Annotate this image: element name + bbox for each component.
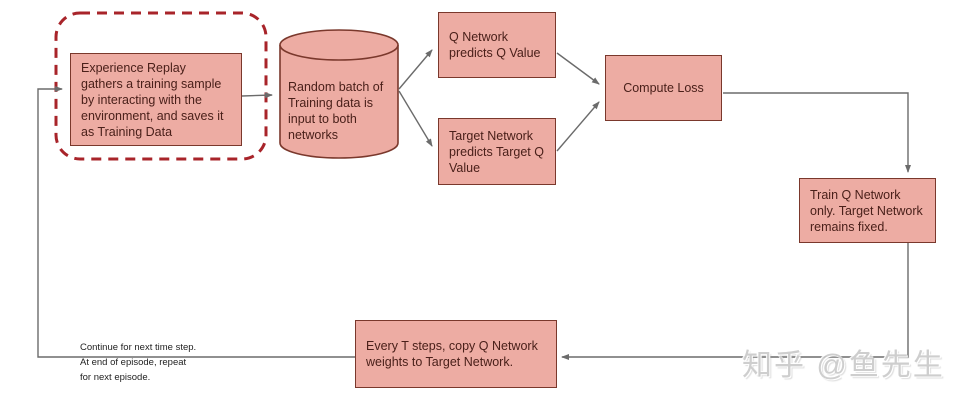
arrow-replay-to-cylinder [241, 92, 273, 99]
loop-note-line1: Continue for next time step. [80, 342, 197, 353]
arrow-targetnetwork-to-loss [556, 101, 600, 152]
node-q-network: Q Network predicts Q Value [438, 12, 556, 78]
loop-note: Continue for next time step. At end of e… [80, 340, 196, 385]
node-random-batch-label: Random batch of Training data is input t… [288, 80, 384, 142]
node-experience-replay: Experience Replay gathers a training sam… [70, 53, 242, 146]
arrow-cylinder-to-qnetwork [398, 49, 433, 90]
training-data-cylinder [279, 29, 399, 159]
arrow-loss-to-train [723, 92, 911, 173]
node-train-q-network: Train Q Network only. Target Network rem… [799, 178, 936, 243]
node-target-network: Target Network predicts Target Q Value [438, 118, 556, 185]
arrow-loop-back-to-replay [37, 86, 355, 358]
node-copy-weights: Every T steps, copy Q Network weights to… [355, 320, 557, 388]
loop-note-line3: for next episode. [80, 372, 151, 383]
node-compute-loss: Compute Loss [605, 55, 722, 121]
arrow-cylinder-to-targetnetwork [398, 90, 433, 147]
arrow-qnetwork-to-loss [556, 52, 600, 85]
zhihu-watermark: 知乎 @鱼先生 [742, 349, 945, 382]
arrow-train-to-copyweights [561, 243, 909, 360]
loop-note-line2: At end of episode, repeat [80, 357, 187, 368]
